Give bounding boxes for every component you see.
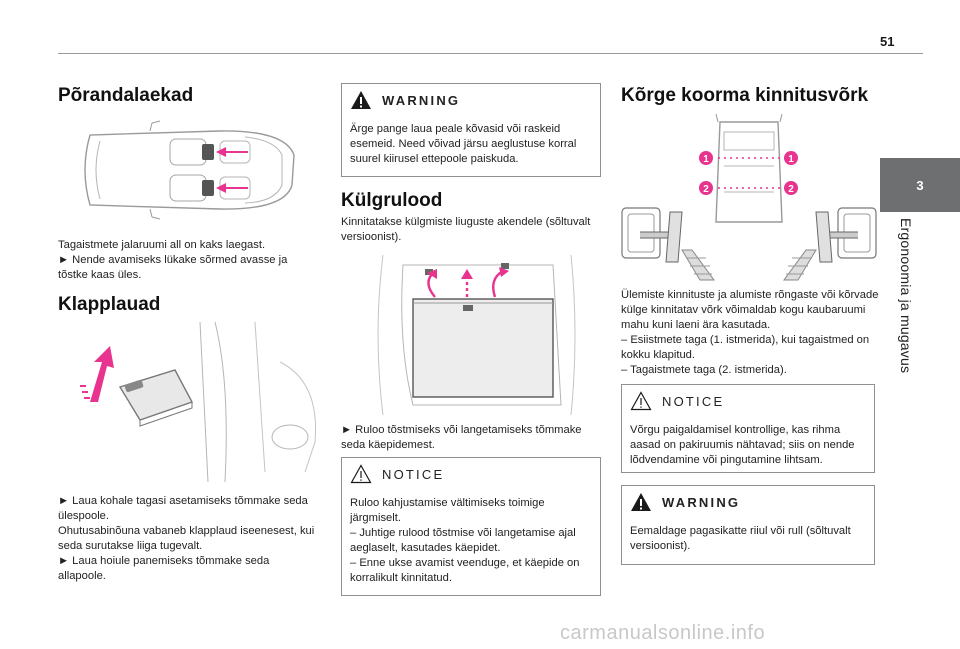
folding-table-illustration xyxy=(80,321,317,483)
warning-box-tables: WARNING Ärge pange laua peale kõvasid võ… xyxy=(341,83,601,177)
warning-box-net: WARNING Eemaldage pagasikatte riiul või … xyxy=(621,485,875,565)
warning-label: WARNING xyxy=(662,494,741,510)
warning-text: Eemaldage pagasikatte riiul või rull (sõ… xyxy=(630,525,851,552)
floor-box-text: Tagaistmete jalaruumi all on kaks laegas… xyxy=(58,239,288,281)
chapter-tab: 3 xyxy=(880,158,960,212)
warning-text: Ärge pange laua peale kõvasid või raskei… xyxy=(350,123,577,165)
warning-icon xyxy=(631,493,651,511)
watermark: carmanualsonline.info xyxy=(560,622,766,644)
folding-table-text: ► Laua kohale tagasi asetamiseks tõmmake… xyxy=(58,495,315,582)
notice-icon xyxy=(350,464,372,484)
side-blind-illustration xyxy=(377,254,576,416)
section-title-side-blinds: Külgrulood xyxy=(341,190,443,211)
marker-1-right: 1 xyxy=(788,154,794,165)
notice-text: Ruloo kahjustamise vältimiseks toimige j… xyxy=(350,497,580,584)
marker-2-right: 2 xyxy=(788,184,794,195)
floor-box-illustration xyxy=(84,120,295,220)
warning-icon xyxy=(351,91,371,109)
header-rule xyxy=(58,53,923,54)
cargo-net-illustration: 1 1 2 2 xyxy=(621,113,877,281)
marker-1-left: 1 xyxy=(703,154,709,165)
notice-box-net: NOTICE Võrgu paigaldamisel kontrollige, … xyxy=(621,384,875,473)
notice-text: Võrgu paigaldamisel kontrollige, kas rih… xyxy=(630,424,855,466)
section-title-floor-boxes: Põrandalaekad xyxy=(58,85,194,106)
marker-2-left: 2 xyxy=(703,184,709,195)
side-blinds-instruction: ► Ruloo tõstmiseks või langetamiseks tõm… xyxy=(341,424,582,451)
notice-label: NOTICE xyxy=(382,466,445,482)
section-title-cargo-net: Kõrge koorma kinnitusvõrk xyxy=(621,85,869,106)
chapter-title: Ergonoomia ja mugavus xyxy=(898,218,914,374)
notice-icon xyxy=(630,391,652,411)
side-blinds-intro: Kinnitatakse külgmiste liuguste akendele… xyxy=(341,216,591,243)
section-title-folding-tables: Klapplauad xyxy=(58,294,161,315)
notice-box-blinds: NOTICE Ruloo kahjustamise vältimiseks to… xyxy=(341,457,601,596)
notice-label: NOTICE xyxy=(662,393,725,409)
warning-label: WARNING xyxy=(382,92,461,108)
page-number: 51 xyxy=(880,34,895,49)
cargo-net-text: Ülemiste kinnituste ja alumiste rõngaste… xyxy=(621,289,879,376)
